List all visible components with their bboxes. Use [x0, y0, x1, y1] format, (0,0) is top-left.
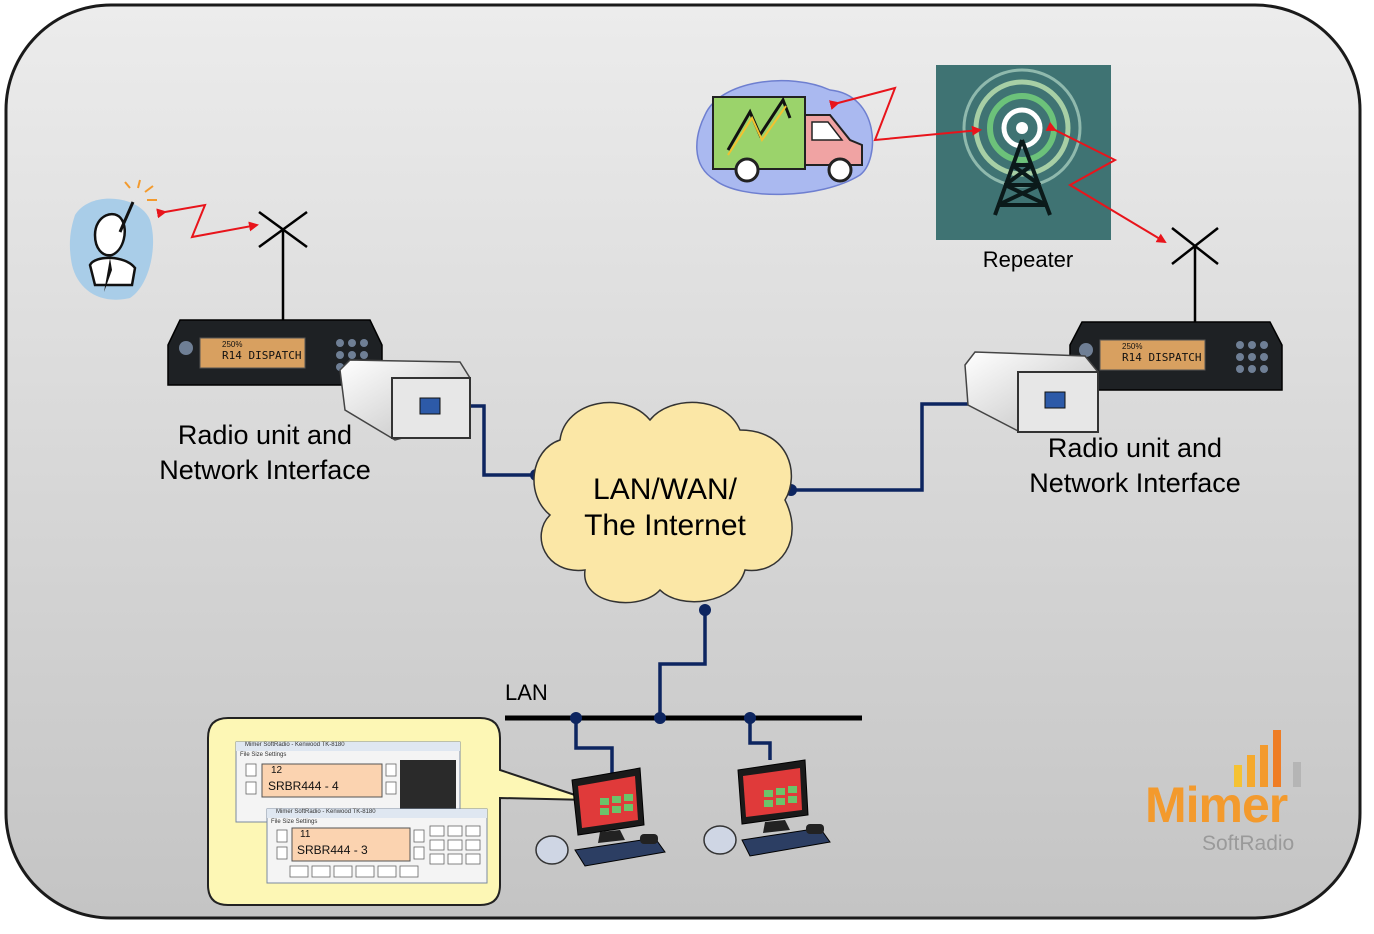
softradio-window-2-channel: 11 [300, 829, 311, 840]
softradio-window-1-title: Mimer SoftRadio - Kenwood TK-8180 [245, 742, 345, 748]
radio-right-display: R14 DISPATCH [1122, 351, 1202, 364]
radio-unit-right [1069, 321, 1283, 391]
softradio-window-2 [266, 808, 488, 884]
radio-left-label-line1: Radio unit and [177, 420, 353, 450]
lan-label: LAN [505, 680, 548, 705]
radio-link-repeater [1045, 121, 1167, 244]
radio-left-display: R14 DISPATCH [222, 349, 302, 362]
radio-right-label: Radio unit and Network Interface [990, 431, 1280, 501]
network-interface-box-right [964, 351, 1099, 433]
softradio-window-1-channel: 12 [271, 765, 283, 776]
radio-left-label-line2: Network Interface [159, 455, 371, 485]
softradio-window-1-unit: SRBR444 - 4 [268, 779, 339, 793]
radio-links [156, 86, 1167, 244]
link-lan-to-pc2 [748, 718, 772, 760]
softradio-window-1-menu: File Size Settings [240, 752, 287, 758]
radio-right-label-line2: Network Interface [1029, 468, 1241, 498]
link-lan-to-pc1 [574, 718, 614, 775]
antenna-icon [258, 210, 308, 320]
radio-link-handheld [156, 203, 259, 239]
radio-left-display-small: 250% [222, 340, 243, 349]
softradio-window-2-title: Mimer SoftRadio - Kenwood TK-8180 [276, 809, 376, 815]
radio-link-truck [828, 86, 982, 142]
repeater-label: Repeater [982, 247, 1074, 272]
mimer-logo-text: Mimer [1145, 777, 1288, 833]
softradio-window-2-menu: File Size Settings [271, 819, 318, 825]
mimer-logo-icon [1234, 730, 1301, 787]
handheld-user-icon [69, 179, 157, 300]
link-cloud-to-lan [658, 610, 707, 718]
network-interface-box-left [339, 359, 471, 441]
dispatch-workstation-2 [703, 759, 831, 857]
radio-left-label: Radio unit and Network Interface [120, 418, 410, 488]
cloud-label: LAN/WAN/ The Internet [545, 472, 785, 544]
softradio-window-2-unit: SRBR444 - 3 [297, 843, 368, 857]
mimer-logo-subtitle: SoftRadio [1202, 832, 1295, 855]
dispatch-workstation-1 [535, 767, 666, 867]
radio-right-label-line1: Radio unit and [1047, 433, 1223, 463]
cloud-label-line2: The Internet [584, 509, 746, 542]
repeater-icon [936, 65, 1111, 240]
cloud-label-line1: LAN/WAN/ [593, 473, 737, 506]
radio-right-display-small: 250% [1122, 342, 1143, 351]
truck-icon [696, 80, 874, 196]
antenna-icon [1171, 227, 1219, 323]
cloud-shape [533, 401, 793, 604]
